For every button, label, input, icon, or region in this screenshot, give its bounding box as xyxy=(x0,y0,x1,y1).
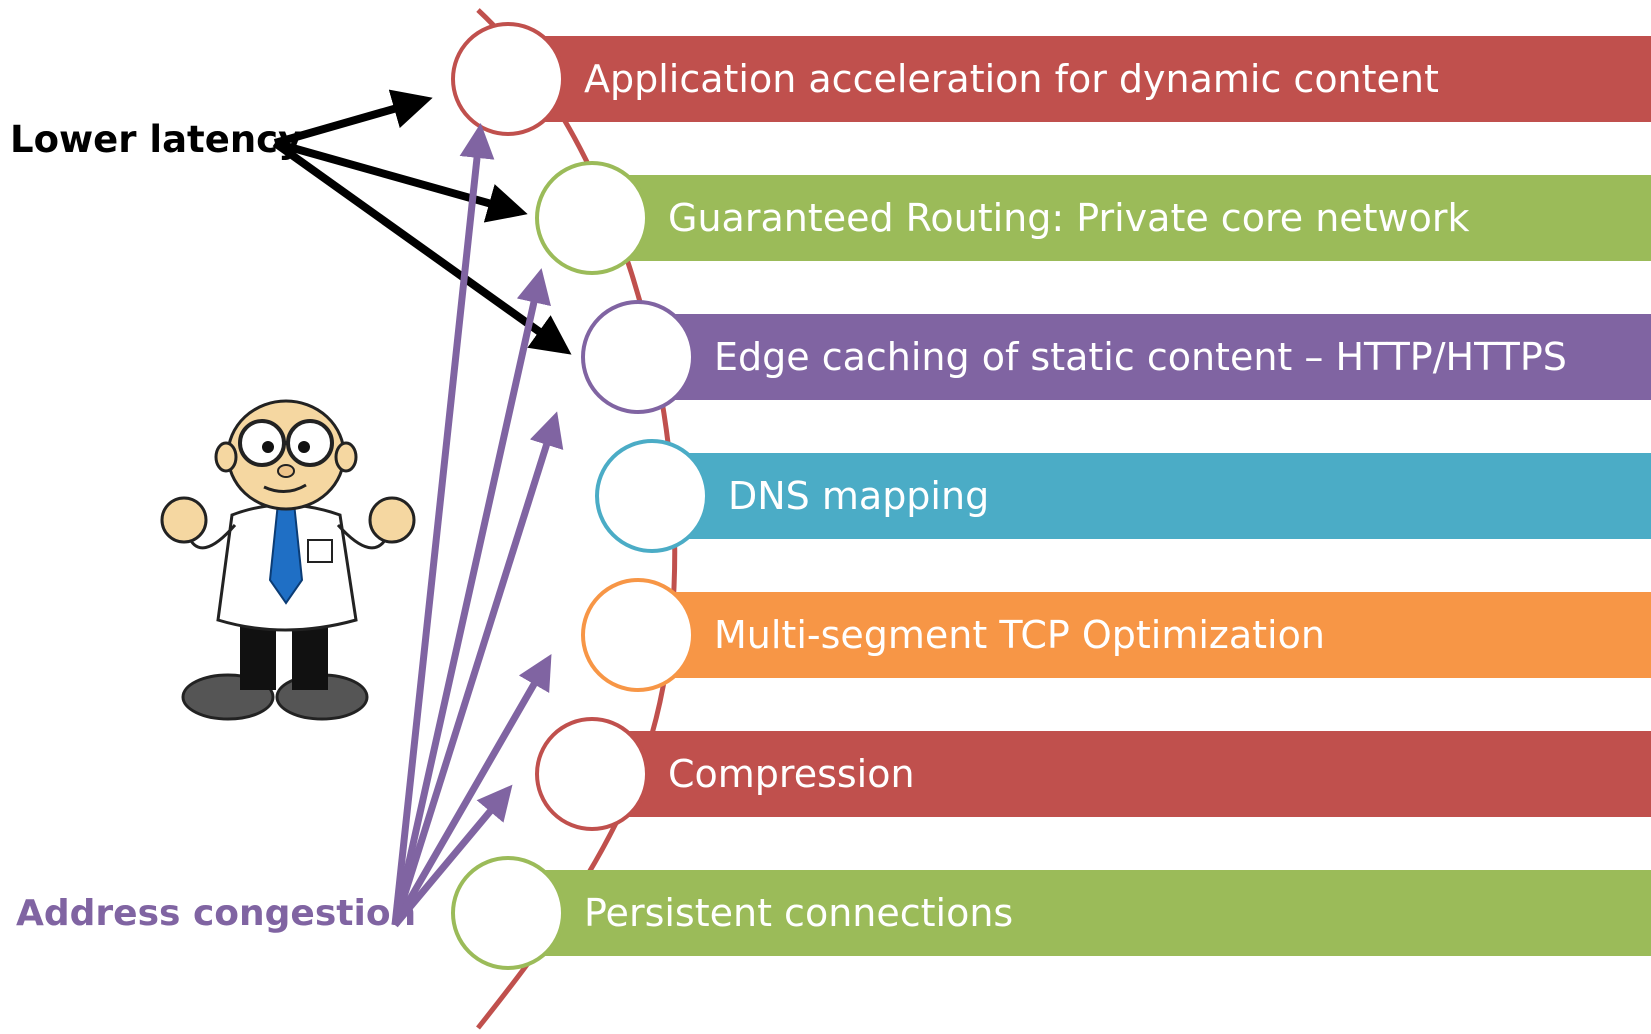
feature-band xyxy=(592,175,1651,261)
feature-item: Guaranteed Routing: Private core network xyxy=(535,161,1651,275)
feature-band xyxy=(638,314,1651,400)
feature-band xyxy=(652,453,1651,539)
lower-latency-label: Lower latency xyxy=(10,118,302,161)
feature-circle-icon xyxy=(451,856,565,970)
feature-label: Edge caching of static content – HTTP/HT… xyxy=(714,335,1567,379)
feature-label: Multi-segment TCP Optimization xyxy=(714,613,1325,657)
feature-item: Persistent connections xyxy=(451,856,1651,970)
cartoon-man-shrugging-icon xyxy=(160,399,416,721)
lower-latency-arrow xyxy=(272,139,572,355)
feature-label: Application acceleration for dynamic con… xyxy=(584,57,1439,101)
feature-label: Compression xyxy=(668,752,915,796)
feature-item: Multi-segment TCP Optimization xyxy=(581,578,1651,692)
feature-bands: Application acceleration for dynamic con… xyxy=(451,22,1651,970)
feature-circle-icon xyxy=(581,578,695,692)
address-congestion-arrow xyxy=(391,268,551,926)
lower-latency-arrow xyxy=(273,89,433,147)
address-congestion-arrow xyxy=(391,411,564,927)
feature-item: Compression xyxy=(535,717,1651,831)
feature-label: DNS mapping xyxy=(728,474,989,518)
feature-circle-icon xyxy=(581,300,695,414)
feature-band xyxy=(508,870,1651,956)
address-congestion-arrow xyxy=(391,653,552,927)
feature-band xyxy=(508,36,1651,122)
address-congestion-arrows xyxy=(391,123,564,928)
feature-band xyxy=(638,592,1651,678)
feature-circle-icon xyxy=(535,717,649,831)
address-congestion-label: Address congestion xyxy=(16,893,416,934)
address-congestion-arrow xyxy=(392,784,513,928)
feature-circle-icon xyxy=(535,161,649,275)
lower-latency-arrows xyxy=(272,89,572,355)
feature-item: Edge caching of static content – HTTP/HT… xyxy=(581,300,1651,414)
feature-item: DNS mapping xyxy=(595,439,1651,553)
feature-circle-icon xyxy=(451,22,565,136)
feature-label: Guaranteed Routing: Private core network xyxy=(668,196,1470,240)
feature-item: Application acceleration for dynamic con… xyxy=(451,22,1651,136)
feature-label: Persistent connections xyxy=(584,891,1013,935)
address-congestion-arrow xyxy=(391,123,495,926)
feature-band xyxy=(592,731,1651,817)
feature-circle-icon xyxy=(595,439,709,553)
lower-latency-arrow xyxy=(273,139,528,223)
